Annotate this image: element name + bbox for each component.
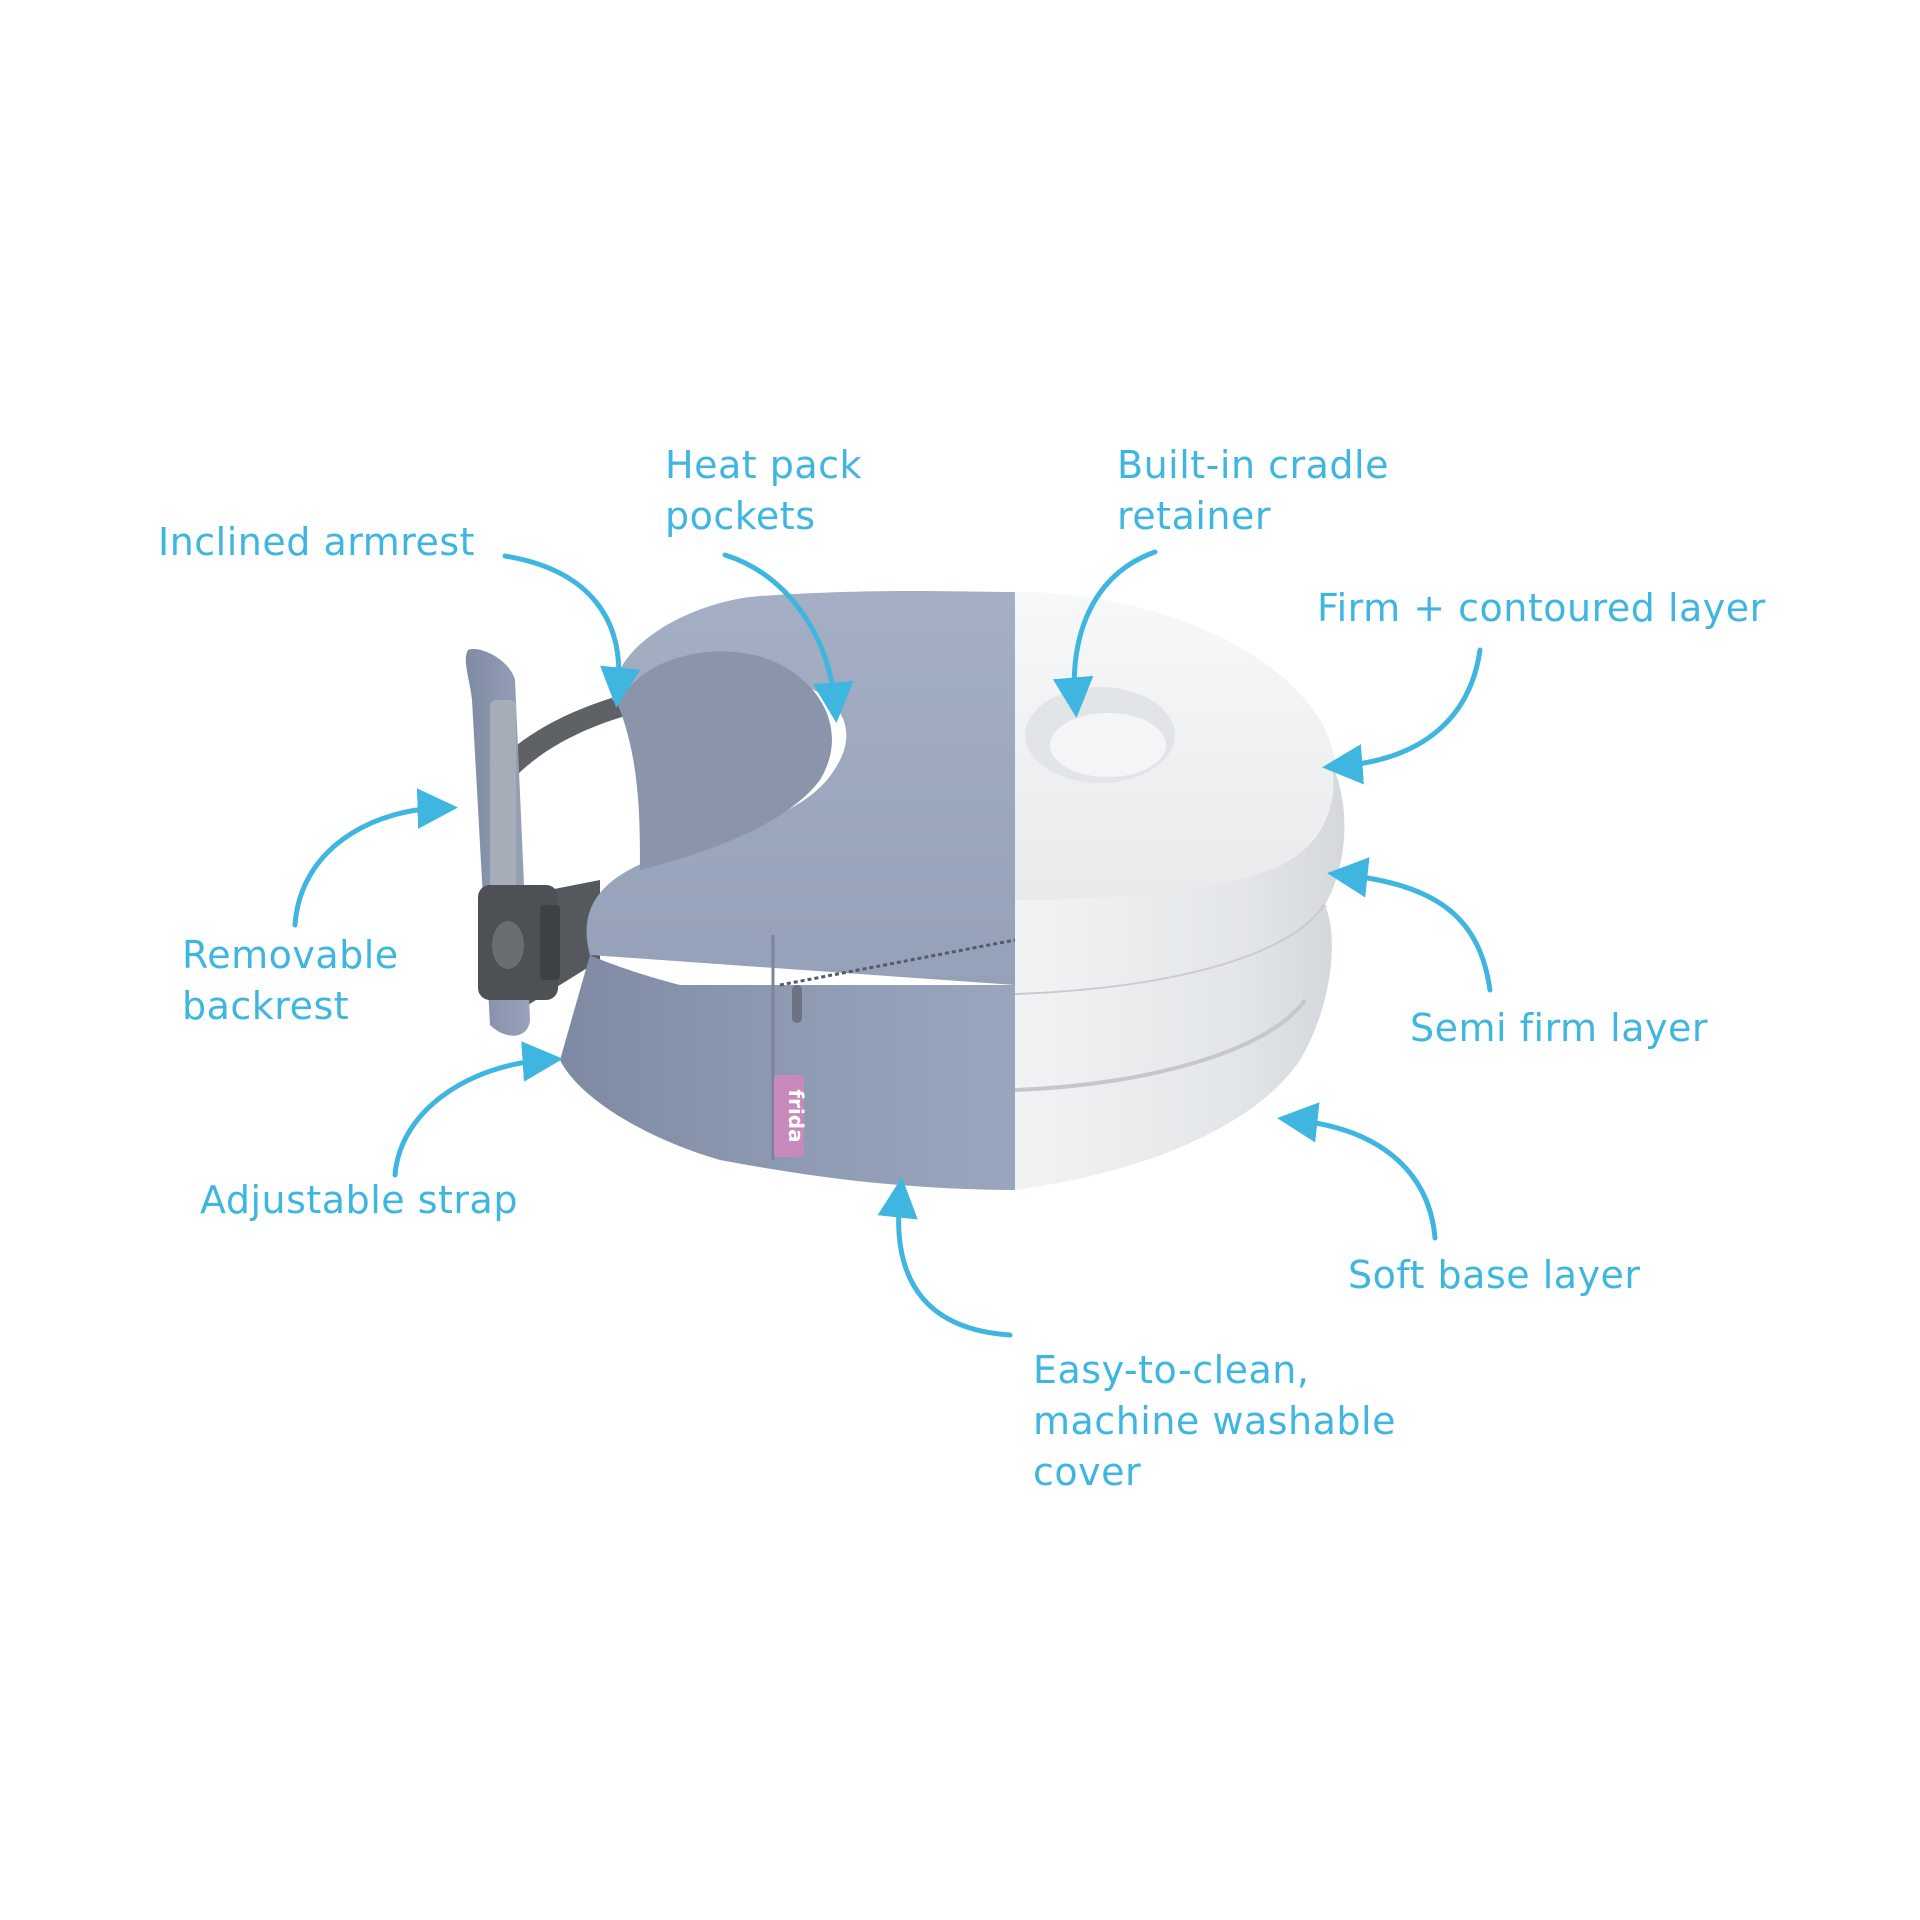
foam-bottom-layer xyxy=(1014,905,1332,1190)
arrow-built-in-cradle xyxy=(1052,549,1158,718)
label-easy-to-clean-cover: Easy-to-clean, machine washable cover xyxy=(1033,1348,1396,1494)
arrow-heat-pack-pockets xyxy=(722,552,854,723)
foam-top-layer xyxy=(1015,592,1336,900)
arrow-easy-to-clean xyxy=(877,1177,1013,1338)
brand-tag-text: frida xyxy=(784,1089,808,1142)
label-semi-firm-layer: Semi firm layer xyxy=(1410,1006,1708,1050)
label-adjustable-strap: Adjustable strap xyxy=(200,1178,518,1222)
callout-arrows xyxy=(292,549,1493,1338)
foam-middle-layer xyxy=(1014,760,1345,997)
strap-buckle xyxy=(478,885,560,1000)
arrow-adjustable-strap xyxy=(392,1041,563,1178)
arrow-inclined-armrest xyxy=(502,553,641,708)
arrow-semi-firm xyxy=(1327,857,1493,993)
brand-tag: frida xyxy=(774,1075,808,1157)
arrow-removable-backrest xyxy=(292,788,458,928)
cover-front xyxy=(560,935,1016,1190)
label-soft-base-layer: Soft base layer xyxy=(1348,1253,1641,1297)
cover-top xyxy=(586,591,1015,985)
label-built-in-cradle-retainer: Built-in cradle retainer xyxy=(1117,443,1389,538)
arrow-firm-contoured xyxy=(1322,647,1483,785)
label-heat-pack-pockets: Heat pack pockets xyxy=(665,443,863,538)
label-firm-contoured-layer: Firm + contoured layer xyxy=(1317,586,1766,630)
label-removable-backrest: Removable backrest xyxy=(182,933,399,1028)
arrow-soft-base xyxy=(1277,1102,1438,1241)
label-inclined-armrest: Inclined armrest xyxy=(158,520,476,564)
